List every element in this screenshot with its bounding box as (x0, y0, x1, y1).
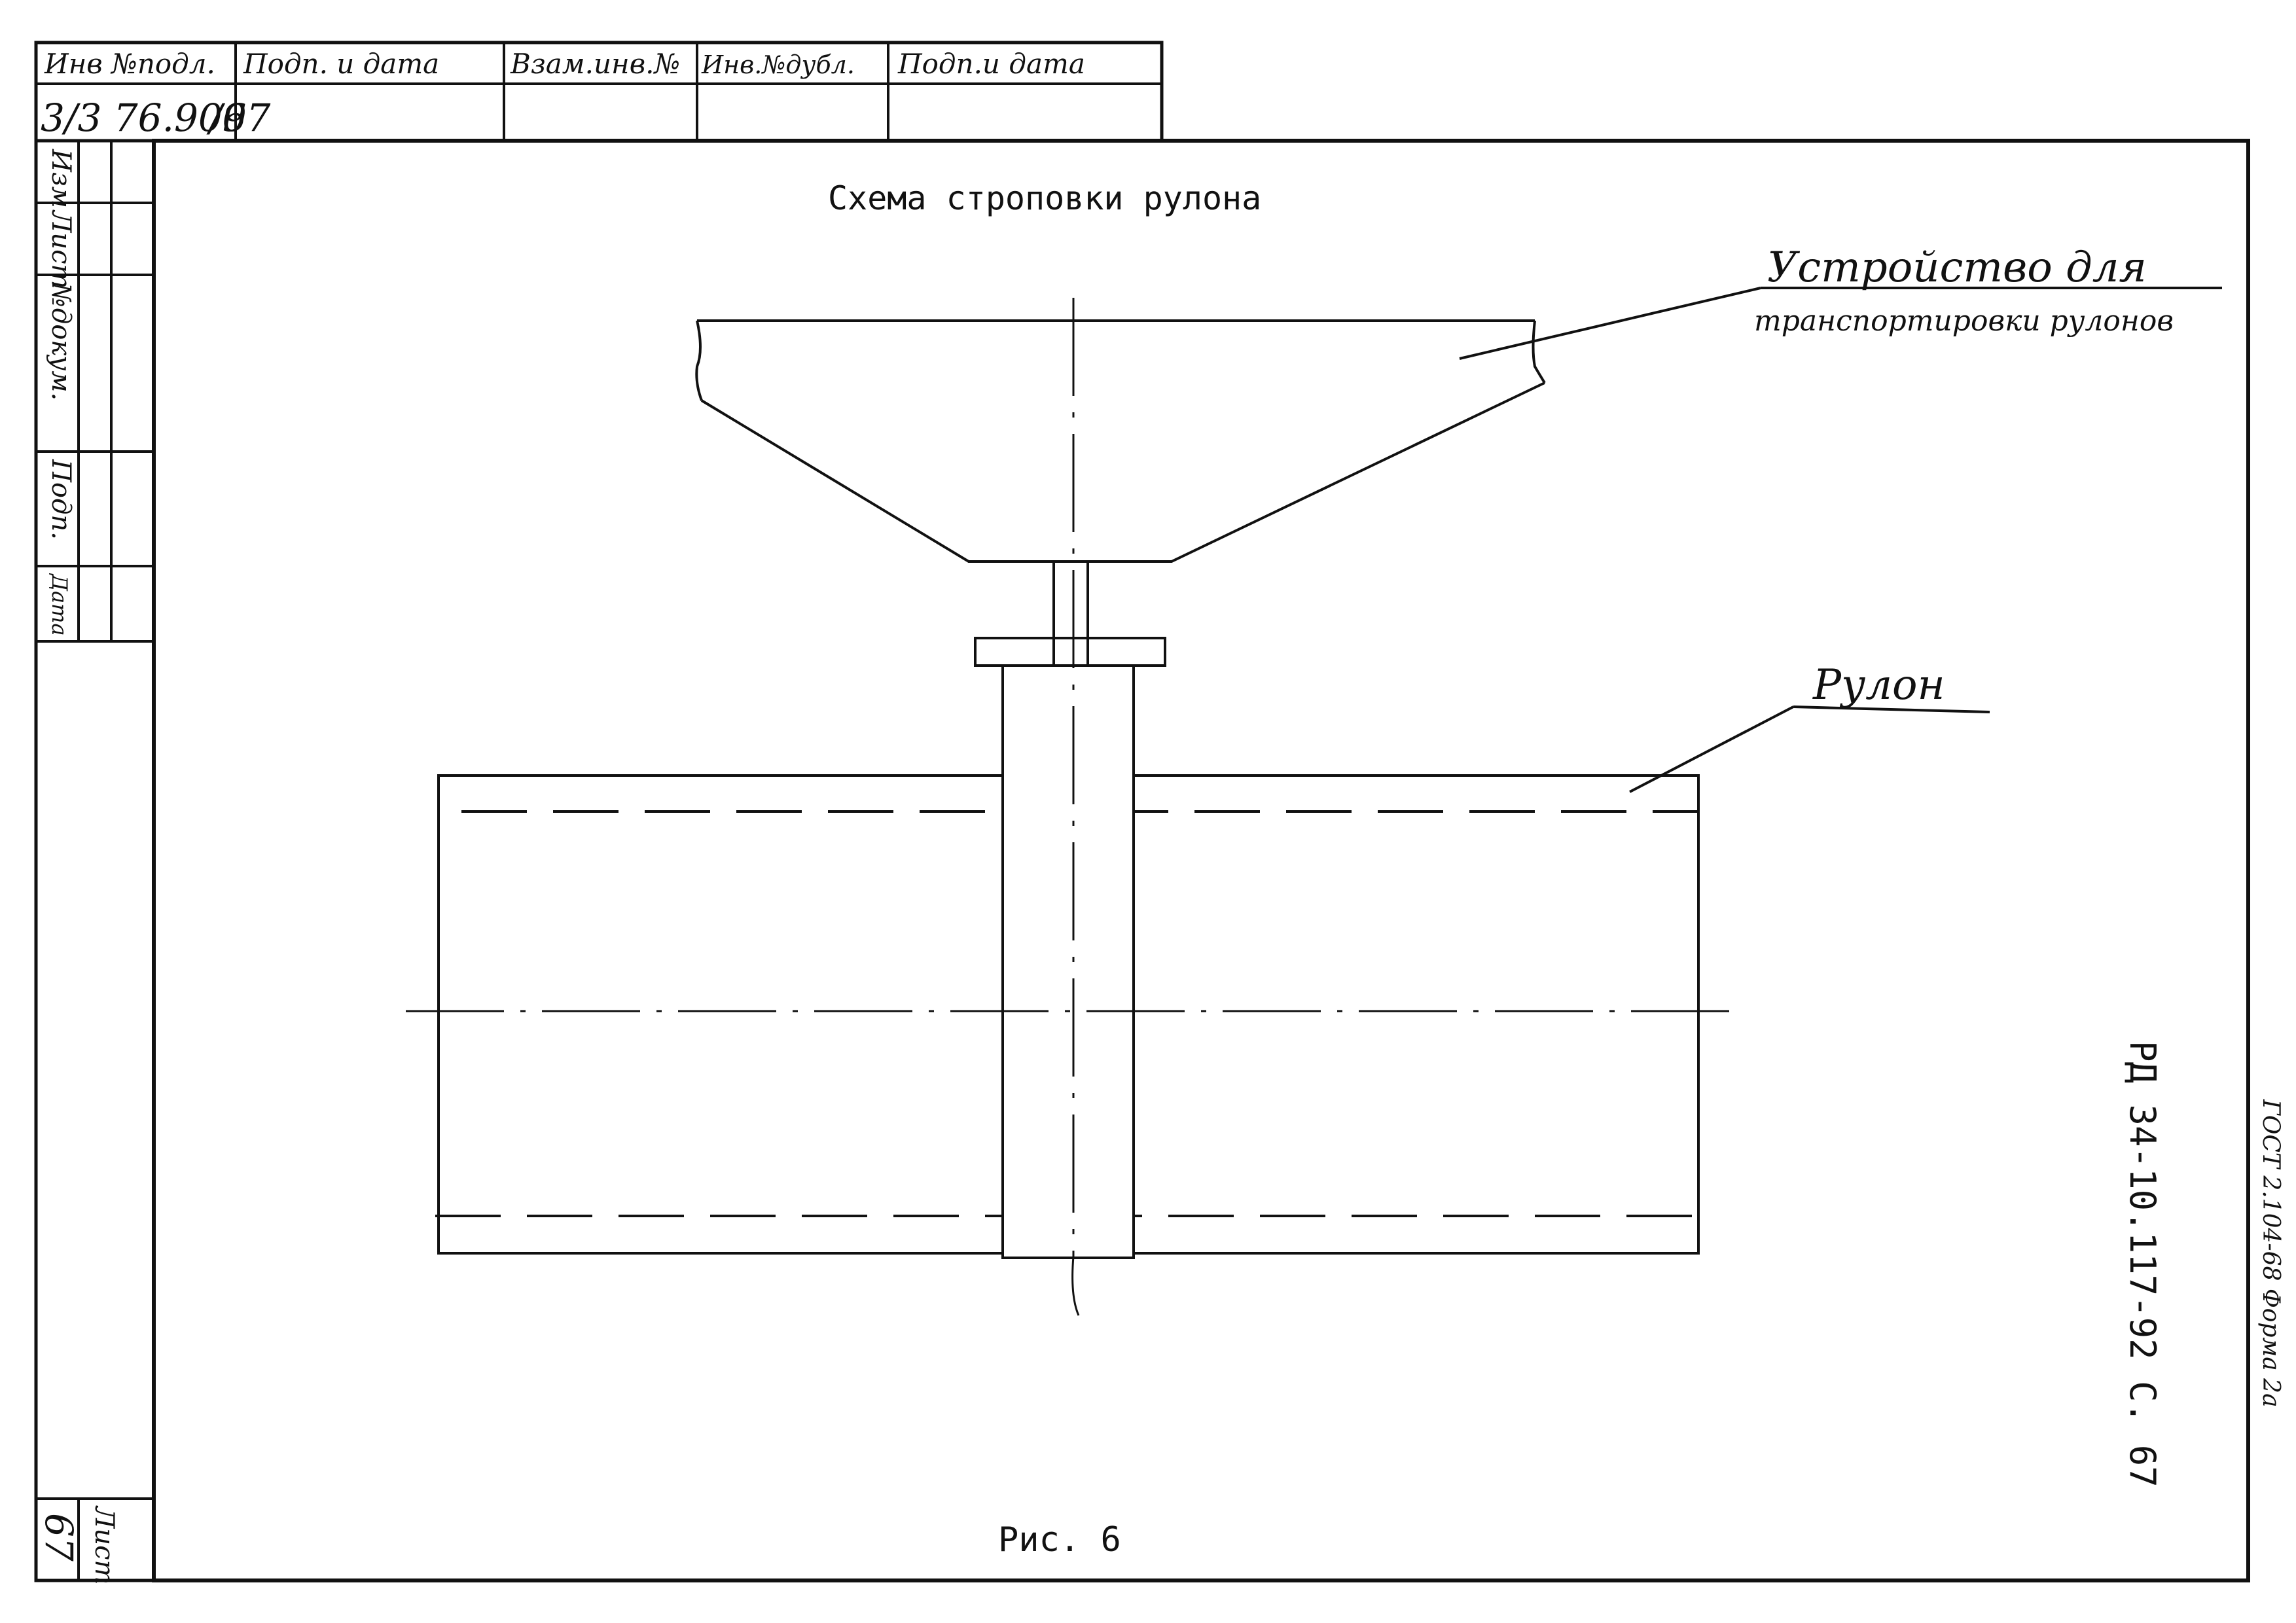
callout-device-subtitle: транспортировки рулонов (1754, 304, 2174, 338)
side-label-list: Лист (46, 209, 76, 289)
approval-stamp: Инв №подл. Подп. и дата Взам.инв.№ Инв.№… (34, 41, 1164, 143)
roll-leader-shelf (1793, 705, 1990, 713)
device-leader (1459, 287, 1761, 360)
callout-roll: Рулон (1812, 661, 1945, 709)
format-note: ГОСТ 2.104-68 Форма 2а (2257, 1099, 2284, 1408)
side-label-izm: Изм (46, 149, 76, 208)
drawing-title: Схема строповки рулона (828, 179, 1261, 217)
stamp-header-2: Подп. и дата (243, 48, 439, 80)
core-tube (1001, 664, 1135, 1259)
drawing-frame (152, 139, 2250, 1582)
stamp-header-4: Инв.№дубл. (701, 50, 855, 79)
figure-caption: Рис. 6 (998, 1520, 1121, 1560)
center-axes (406, 298, 1744, 1316)
roll-leader (1629, 705, 1794, 793)
callout-device-title: Устройство для (1767, 243, 2147, 292)
stamp-header-3: Взам.инв.№ (510, 48, 680, 80)
stamp-sign-date: /67 (206, 96, 270, 140)
sheet-number: 67 (37, 1513, 81, 1561)
side-label-date: Дата (47, 573, 72, 636)
stamp-header-1: Инв №подл. (44, 48, 215, 80)
side-label-sign: Подп. (46, 459, 76, 540)
side-label-doc: №докум. (46, 281, 76, 401)
document-code: РД 34-10.117-92 С. 67 (2122, 1041, 2163, 1488)
transport-device (695, 319, 1546, 563)
stamp-header-5: Подп.и дата (897, 48, 1085, 80)
side-table: Изм Лист №докум. Подп. Дата Лист 67 (34, 139, 156, 1584)
stamp-inv-number: 3/3 76.909 (41, 96, 247, 140)
sheet-label: Лист (89, 1505, 119, 1584)
